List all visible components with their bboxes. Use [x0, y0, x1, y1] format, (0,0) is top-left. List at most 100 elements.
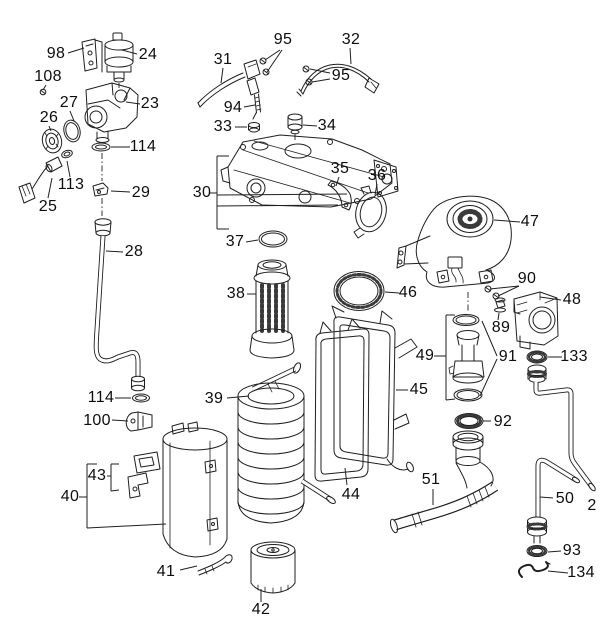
leader-line-40 [86, 523, 167, 529]
callout-50: 50 [555, 490, 575, 507]
callout-48: 48 [562, 291, 582, 308]
part-drawing-26-flange-disc [41, 128, 63, 154]
leader-line-95 [309, 68, 331, 74]
leader-line-50 [539, 496, 554, 499]
callout-39: 39 [204, 390, 224, 407]
part-drawing-42-filter [250, 541, 296, 594]
callout-108: 108 [34, 68, 62, 85]
leader-line-93 [547, 550, 562, 553]
part-drawing-49-venturi [448, 314, 485, 402]
callout-91: 91 [498, 348, 518, 365]
callout-34: 34 [317, 117, 337, 134]
part-drawing-39-coil [237, 362, 336, 524]
callout-37: 37 [225, 233, 245, 250]
part-drawing-41-clip [197, 554, 233, 576]
part-drawing-40-tank [162, 421, 228, 558]
part-drawing-24-solenoid [104, 32, 134, 83]
leader-line-100 [111, 419, 129, 422]
leader-line-39 [226, 395, 250, 399]
leader-line-24 [121, 49, 138, 55]
leader-line-34 [302, 124, 318, 127]
callout-41: 41 [156, 563, 176, 580]
callout-95: 95 [273, 31, 293, 48]
callout-35: 35 [330, 160, 350, 177]
leader-line-44 [344, 467, 348, 486]
callout-24: 24 [138, 46, 158, 63]
callout-40: 40 [60, 488, 80, 505]
part-drawing-45-shell [331, 305, 418, 473]
part-drawing-94-electrode [246, 77, 262, 120]
leader-line-32 [349, 47, 352, 65]
callout-38: 38 [226, 285, 246, 302]
part-drawing-134-clip [518, 561, 551, 578]
part-drawing-133-clamp-ring [526, 350, 548, 364]
leader-lines-layer [42, 47, 569, 602]
part-drawing-108-screw [39, 88, 47, 96]
part-drawing-92-ring [454, 413, 484, 429]
part-drawing-48-gas-valve [513, 291, 559, 350]
leader-line-26 [48, 125, 52, 132]
callout-23: 23 [140, 95, 160, 112]
callout-114: 114 [129, 138, 157, 155]
part-drawing-32-wire [296, 63, 380, 97]
leader-line-36 [374, 183, 378, 196]
leader-line-91 [481, 320, 498, 357]
callout-92: 92 [493, 413, 513, 430]
part-drawing-44-frame [314, 318, 370, 482]
leader-line-37 [245, 239, 259, 243]
callout-89: 89 [491, 319, 511, 336]
callout-49: 49 [415, 347, 435, 364]
callout-27: 27 [59, 94, 79, 111]
callout-95: 95 [331, 67, 351, 84]
part-drawing-37-oring [258, 230, 288, 248]
part-drawing-28-pipe [93, 218, 145, 392]
part-drawing-95-screws-left [259, 57, 270, 76]
part-drawing-27-oring [63, 119, 81, 143]
callout-134: 134 [567, 564, 595, 581]
leader-line-49 [445, 398, 456, 401]
leader-line-25 [47, 177, 53, 199]
part-drawing-35-gasket [327, 180, 352, 211]
callout-133: 133 [560, 348, 588, 365]
part-drawing-33-nut [248, 122, 260, 133]
leader-line-29 [110, 190, 131, 193]
part-drawing-113-grommet [61, 149, 73, 159]
part-drawing-46-ring-gasket [333, 271, 385, 311]
part-drawing-38-burner [249, 259, 295, 359]
callout-100: 100 [83, 412, 111, 429]
callout-90: 90 [517, 270, 537, 287]
callout-42: 42 [251, 601, 271, 618]
leader-line-30 [216, 193, 348, 196]
leader-line-134 [547, 570, 569, 574]
part-drawing-34-nut [287, 113, 303, 135]
part-drawing-25-sensor-wire [18, 156, 63, 204]
part-drawing-114-bottom-oring [132, 393, 150, 403]
part-drawing-51-hose [389, 481, 499, 534]
callout-98: 98 [46, 45, 66, 62]
callout-93: 93 [562, 542, 582, 559]
part-drawing-trap-cup [452, 430, 494, 489]
leader-line-30 [216, 204, 339, 207]
leader-line-31 [220, 67, 224, 84]
callout-30: 30 [192, 184, 212, 201]
leader-line-41 [179, 565, 198, 571]
leader-line-98 [67, 47, 85, 54]
leader-line-48 [539, 296, 562, 301]
part-drawing-47-blower [396, 195, 512, 288]
part-drawing-50-pipe [526, 364, 596, 544]
callout-114: 114 [87, 389, 115, 406]
part-drawing-36-gasket-ring [353, 185, 387, 239]
leader-line-91 [479, 358, 498, 397]
leader-line-94 [243, 104, 256, 108]
callout-94: 94 [223, 99, 243, 116]
leader-line-43 [110, 489, 120, 492]
leader-line-95 [264, 49, 281, 61]
callout-113: 113 [57, 176, 85, 193]
leader-line-95 [311, 78, 331, 83]
callout-33: 33 [213, 118, 233, 135]
leader-line-108 [42, 84, 47, 91]
callout-36: 36 [367, 167, 387, 184]
callout-26: 26 [39, 109, 59, 126]
part-drawing-89-nut [494, 297, 506, 313]
